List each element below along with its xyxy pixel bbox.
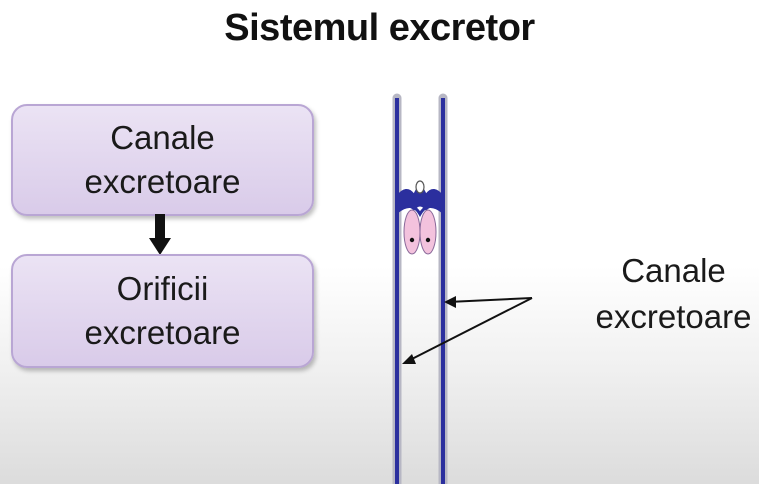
flame-cell-nucleus-left — [409, 237, 415, 243]
excretory-canal-diagram — [392, 93, 533, 484]
canal-top-bulb — [415, 180, 425, 194]
flow-down-arrow-icon — [149, 214, 171, 255]
flow-box-2-line-2: excretoare — [84, 314, 241, 351]
diagram-label-line-1: Canale — [621, 252, 726, 289]
diagram-label-line-2: excretoare — [595, 298, 752, 335]
flow-box-1-line-2: excretoare — [84, 163, 241, 200]
flow-box-orificii-excretoare: Orificii excretoare — [11, 254, 314, 368]
diagram-label-canale-excretoare: Canale excretoare — [588, 248, 759, 340]
pointer-arrowhead-left-canal — [402, 354, 416, 364]
pointer-arrowhead-right-canal — [444, 296, 456, 308]
pointer-arrows — [405, 297, 533, 363]
canal-outline — [392, 93, 448, 484]
flame-cell-left — [403, 209, 421, 255]
flame-cell-right — [419, 209, 437, 255]
slide-title: Sistemul excretor — [224, 7, 535, 49]
flow-box-2-line-1: Orificii — [116, 270, 209, 307]
flow-box-1-line-1: Canale — [110, 119, 215, 156]
flow-box-canale-excretoare: Canale excretoare — [11, 104, 314, 216]
flame-cell-connector — [396, 205, 444, 218]
flame-cell-nucleus-right — [425, 237, 431, 243]
